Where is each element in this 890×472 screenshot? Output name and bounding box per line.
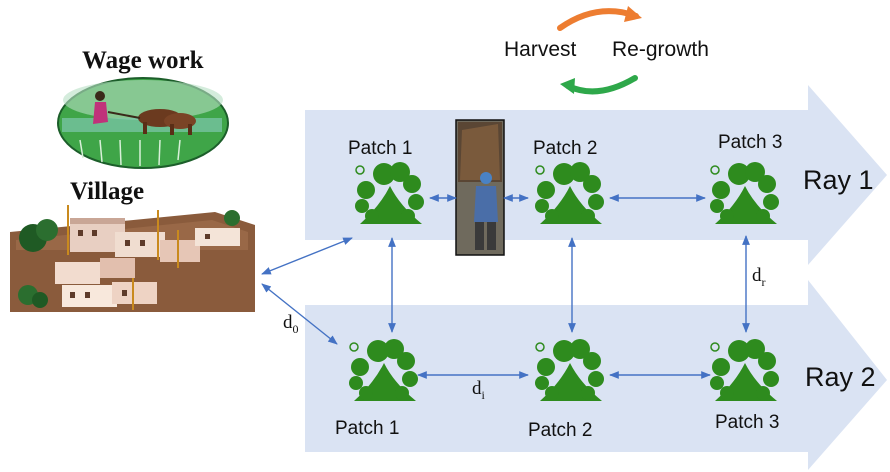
ray2-label: Ray 2 bbox=[805, 362, 876, 392]
regrowth-label: Re-growth bbox=[612, 38, 709, 61]
village-to-ray2-connector bbox=[261, 283, 338, 345]
ray1-patch2-label: Patch 2 bbox=[533, 138, 598, 159]
patch-plant-icon bbox=[710, 339, 779, 401]
village-to-ray1-connector bbox=[261, 237, 353, 275]
ray1-label: Ray 1 bbox=[803, 165, 874, 195]
patch-plant-icon bbox=[535, 162, 604, 224]
ray2-patch1-label: Patch 1 bbox=[335, 418, 400, 439]
village-title: Village bbox=[70, 178, 145, 205]
regrowth-arrow-icon bbox=[565, 75, 638, 95]
ray1-patch3-label: Patch 3 bbox=[718, 132, 783, 153]
village-icon bbox=[10, 205, 255, 312]
wage-work-title: Wage work bbox=[82, 47, 204, 74]
harvest-label: Harvest bbox=[504, 38, 577, 61]
dr-label: dr bbox=[752, 265, 766, 289]
harvester-photo-icon bbox=[455, 119, 505, 256]
harvest-arrow-icon bbox=[557, 8, 639, 31]
patch-plant-icon bbox=[349, 339, 418, 401]
d0-label: d0 bbox=[283, 312, 299, 336]
ray2-patch2-label: Patch 2 bbox=[528, 420, 593, 441]
patch-plant-icon bbox=[535, 339, 604, 401]
patch-plant-icon bbox=[710, 162, 779, 224]
wage-work-icon bbox=[57, 77, 229, 169]
ray1-patch1-label: Patch 1 bbox=[348, 138, 413, 159]
di-label: di bbox=[472, 378, 485, 402]
ray2-patch3-label: Patch 3 bbox=[715, 412, 780, 433]
patch-plant-icon bbox=[355, 162, 424, 224]
